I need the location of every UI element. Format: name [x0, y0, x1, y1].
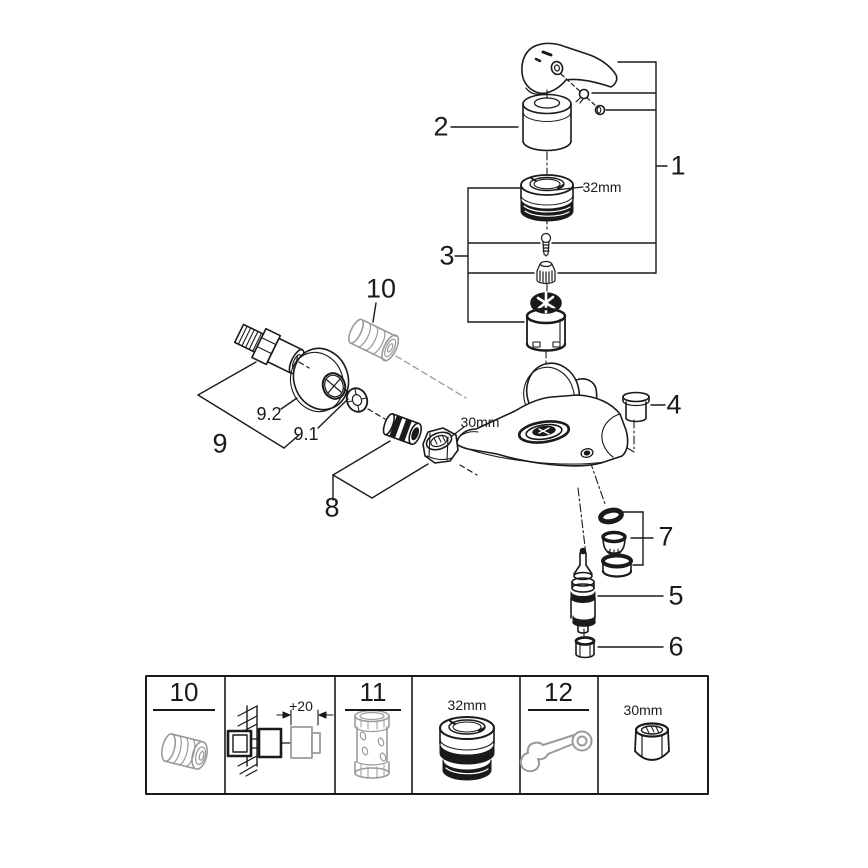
- aerator-insert-part: [601, 530, 627, 555]
- base-nut-part: [574, 636, 596, 659]
- cartridge-nut-part: [520, 174, 574, 222]
- cartridge-part: [525, 291, 567, 352]
- union-axis-dashed: [298, 361, 478, 476]
- callout-8: 8: [324, 492, 340, 523]
- extension-adapter-part: [347, 318, 400, 362]
- table-label-10: 10: [153, 679, 215, 711]
- handle-screw-and-plug: [560, 73, 606, 116]
- extension-adapter-icon: [160, 733, 208, 770]
- table-label-32mm: 32mm: [447, 697, 487, 713]
- callout-6: 6: [668, 631, 684, 662]
- dim-32mm-leader: [554, 186, 584, 191]
- o-ring-part: [598, 507, 624, 525]
- threaded-nipple-part: [382, 412, 422, 446]
- wall-extension-diagram: [226, 705, 334, 777]
- callout-8-bracket: [332, 440, 429, 501]
- callout-3-bracket: [454, 187, 657, 323]
- callout-3: 3: [439, 240, 455, 271]
- cartridge-screw-part: [540, 232, 552, 257]
- callout-5: 5: [668, 580, 684, 611]
- cartridge-cap-nut-part: [536, 260, 556, 285]
- callout-9-1: 9.1: [293, 424, 319, 444]
- dim-32mm-label: 32mm: [582, 179, 622, 195]
- union-nut-part: [422, 427, 459, 464]
- dim-30mm-leader: [451, 426, 465, 437]
- service-wrench-icon: [519, 730, 593, 773]
- table-label-11: 11: [345, 679, 401, 711]
- extension-tube-icon: [354, 709, 390, 779]
- callout-9-2: 9.2: [256, 404, 282, 424]
- union-nut-icon: [634, 722, 670, 761]
- cartridge-nut-icon: [439, 716, 495, 781]
- table-label-plus20: +20: [289, 698, 313, 714]
- callout-1: 1: [670, 150, 686, 181]
- seal-ring-part: [601, 553, 633, 578]
- lever-handle-part: [521, 42, 618, 95]
- plug-part: [622, 391, 650, 423]
- callout-4: 4: [666, 389, 682, 420]
- callout-1-leader: [591, 61, 668, 274]
- extension-axis-dashed: [395, 355, 467, 399]
- dim-30mm-label: 30mm: [460, 414, 500, 430]
- mixer-body-part: [456, 394, 629, 467]
- callout-10: 10: [365, 273, 397, 304]
- callout-7: 7: [658, 521, 674, 552]
- handle-cap-part: [522, 93, 572, 152]
- callout-2: 2: [433, 111, 449, 142]
- callout-10-leader: [372, 302, 377, 323]
- callout-7-bracket: [622, 511, 654, 566]
- table-label-12: 12: [528, 679, 589, 711]
- friction-washer-part: [345, 387, 369, 413]
- callout-9-bracket: [197, 361, 349, 449]
- table-label-30mm: 30mm: [623, 702, 663, 718]
- union-escutcheon-part: [289, 347, 350, 413]
- callout-9: 9: [212, 428, 228, 459]
- diverter-cartridge-part: [570, 547, 596, 634]
